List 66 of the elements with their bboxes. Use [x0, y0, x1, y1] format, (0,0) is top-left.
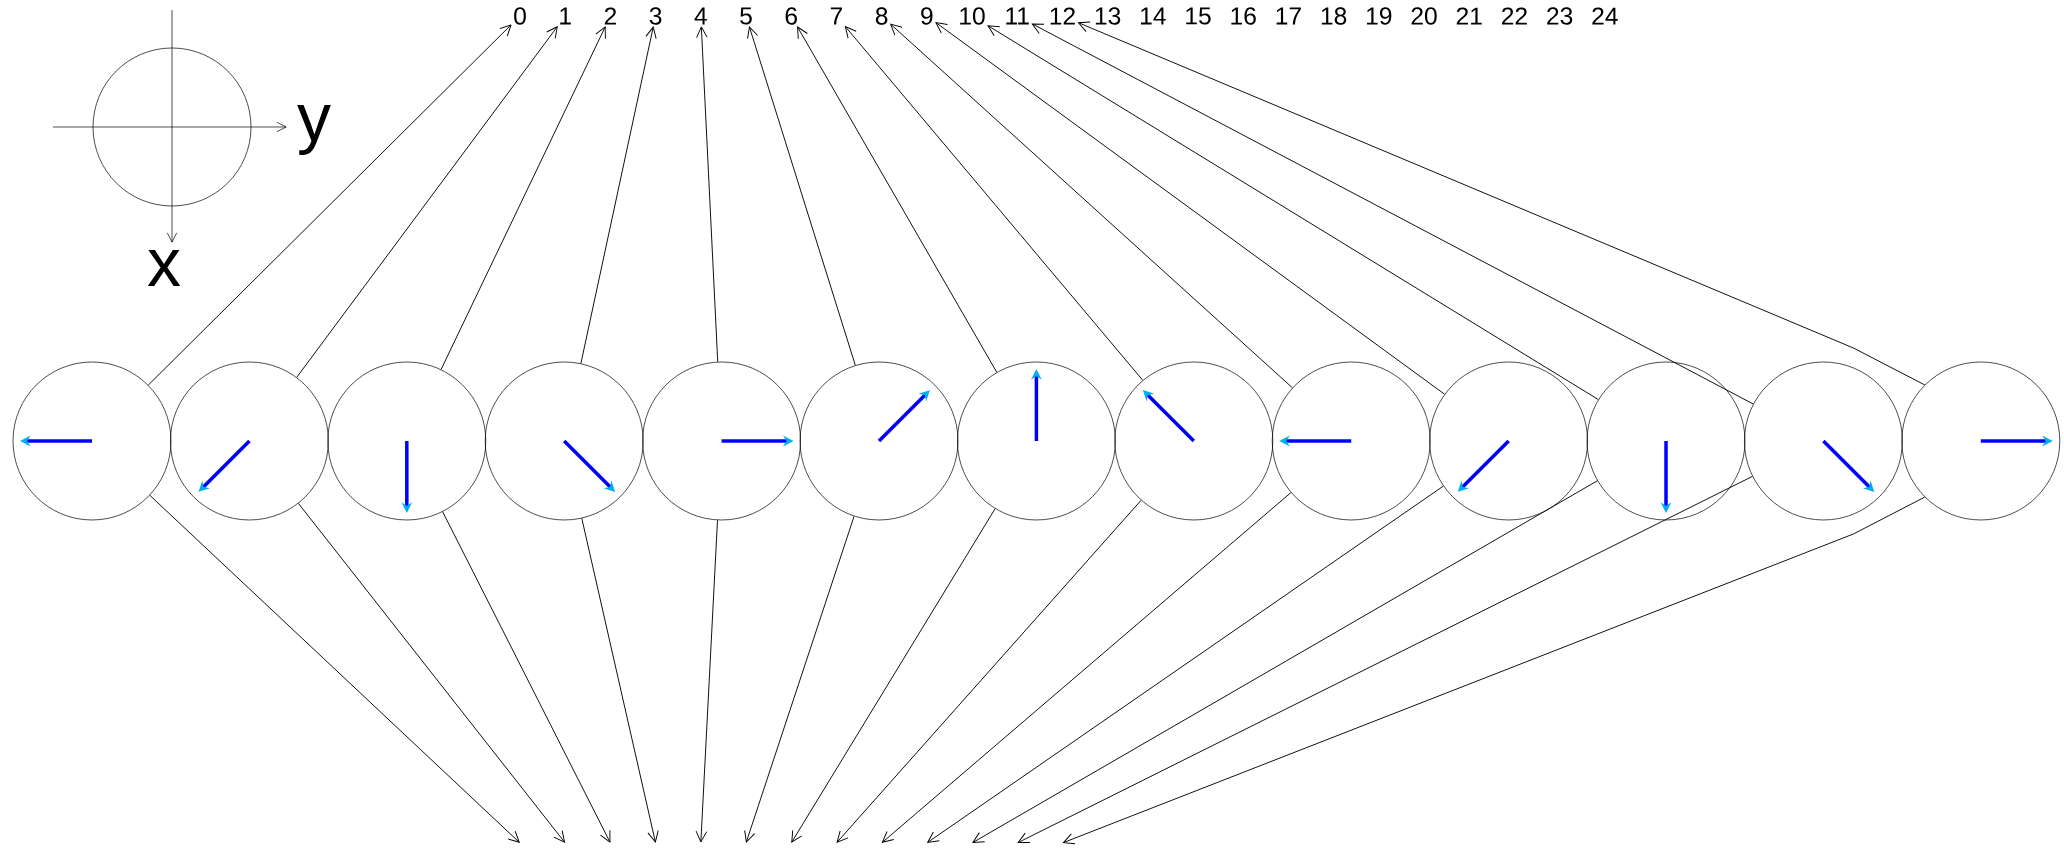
- arrow: [440, 26, 606, 370]
- circle: [1429, 361, 1588, 521]
- arrow: [836, 499, 1142, 843]
- number-label: 0: [514, 7, 526, 25]
- arrow: [581, 517, 659, 843]
- number-label: 15: [1186, 7, 1211, 25]
- number-label: 3: [649, 7, 662, 25]
- circle: [1271, 361, 1431, 521]
- arrow: [987, 25, 1599, 401]
- arrow: [442, 511, 611, 843]
- number-label: 22: [1501, 7, 1527, 25]
- circle: [1114, 361, 1274, 521]
- circle: [1744, 361, 1903, 521]
- arrow: [149, 494, 520, 843]
- arrow: [297, 502, 566, 843]
- arrow: [1031, 23, 1754, 405]
- circle: [12, 361, 172, 521]
- arrow: [296, 26, 558, 378]
- arrow: [747, 26, 856, 366]
- arrow: [695, 519, 718, 843]
- arrow: [1017, 475, 1753, 843]
- number-label: 6: [785, 7, 797, 25]
- number-label: 8: [875, 7, 888, 25]
- axis-label: y: [297, 105, 331, 155]
- number-label: 23: [1547, 7, 1573, 25]
- circle: [327, 361, 487, 521]
- arrow: [935, 22, 1445, 395]
- circle: [799, 361, 959, 521]
- number-label: 24: [1592, 7, 1618, 25]
- number-label: 17: [1276, 7, 1301, 25]
- circle: [1901, 361, 2061, 521]
- arrow: [580, 26, 657, 364]
- circle: [957, 361, 1116, 521]
- number-label: 4: [694, 7, 707, 25]
- circle: [642, 361, 801, 521]
- axis-label: x: [147, 250, 181, 286]
- number-label: 2: [604, 7, 616, 25]
- number-label: 5: [740, 7, 752, 25]
- number-label: 7: [830, 7, 842, 25]
- arrow: [972, 480, 1598, 843]
- number-label: 13: [1095, 7, 1121, 25]
- arrow: [744, 515, 855, 843]
- circle: [484, 361, 644, 521]
- arrow: [797, 26, 998, 373]
- number-label: 10: [960, 7, 985, 25]
- number-label: 18: [1321, 7, 1347, 25]
- number-label: 21: [1456, 7, 1482, 25]
- arrow: [1078, 21, 1926, 386]
- number-label: 9: [921, 7, 933, 25]
- arrow: [890, 23, 1293, 389]
- number-label: 1: [560, 7, 571, 25]
- arrow: [1062, 496, 1926, 845]
- circle: [1586, 361, 1746, 521]
- number-label: 16: [1231, 7, 1256, 25]
- number-label: 19: [1367, 7, 1392, 25]
- arrow: [696, 26, 719, 363]
- number-label: 20: [1411, 7, 1437, 25]
- arrow: [927, 485, 1444, 843]
- number-label: 14: [1141, 7, 1166, 25]
- circle: [170, 361, 329, 521]
- number-label: 11: [1006, 7, 1029, 25]
- number-label: 12: [1050, 7, 1075, 25]
- arrow: [844, 26, 1144, 381]
- arrow: [881, 492, 1292, 843]
- arrow: [791, 508, 996, 843]
- arrow: [147, 24, 512, 386]
